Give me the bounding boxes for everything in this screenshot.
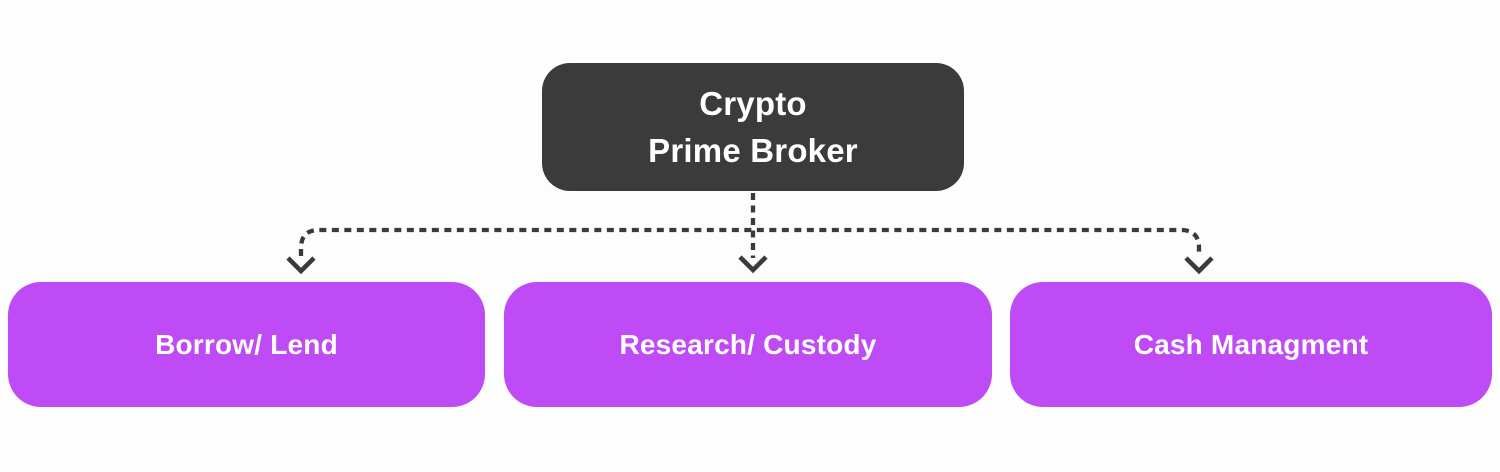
root-label-line2: Prime Broker — [648, 132, 858, 169]
node-label: Research/ Custody — [619, 328, 877, 360]
arrowhead-cash-managment-icon — [1184, 256, 1214, 275]
root-label-line1: Crypto — [699, 85, 807, 122]
node-research-custody: Research/ Custody — [504, 282, 992, 407]
node-crypto-prime-broker: Crypto Prime Broker — [542, 63, 964, 191]
node-label: Borrow/ Lend — [155, 328, 338, 360]
arrowhead-borrow-lend-icon — [286, 256, 316, 275]
node-label: Cash Managment — [1133, 328, 1369, 360]
arrowhead-research-custody-icon — [738, 255, 768, 274]
connector-branch-line — [298, 227, 1202, 256]
node-borrow-lend: Borrow/ Lend — [8, 282, 485, 407]
node-cash-managment: Cash Managment — [1010, 282, 1492, 407]
